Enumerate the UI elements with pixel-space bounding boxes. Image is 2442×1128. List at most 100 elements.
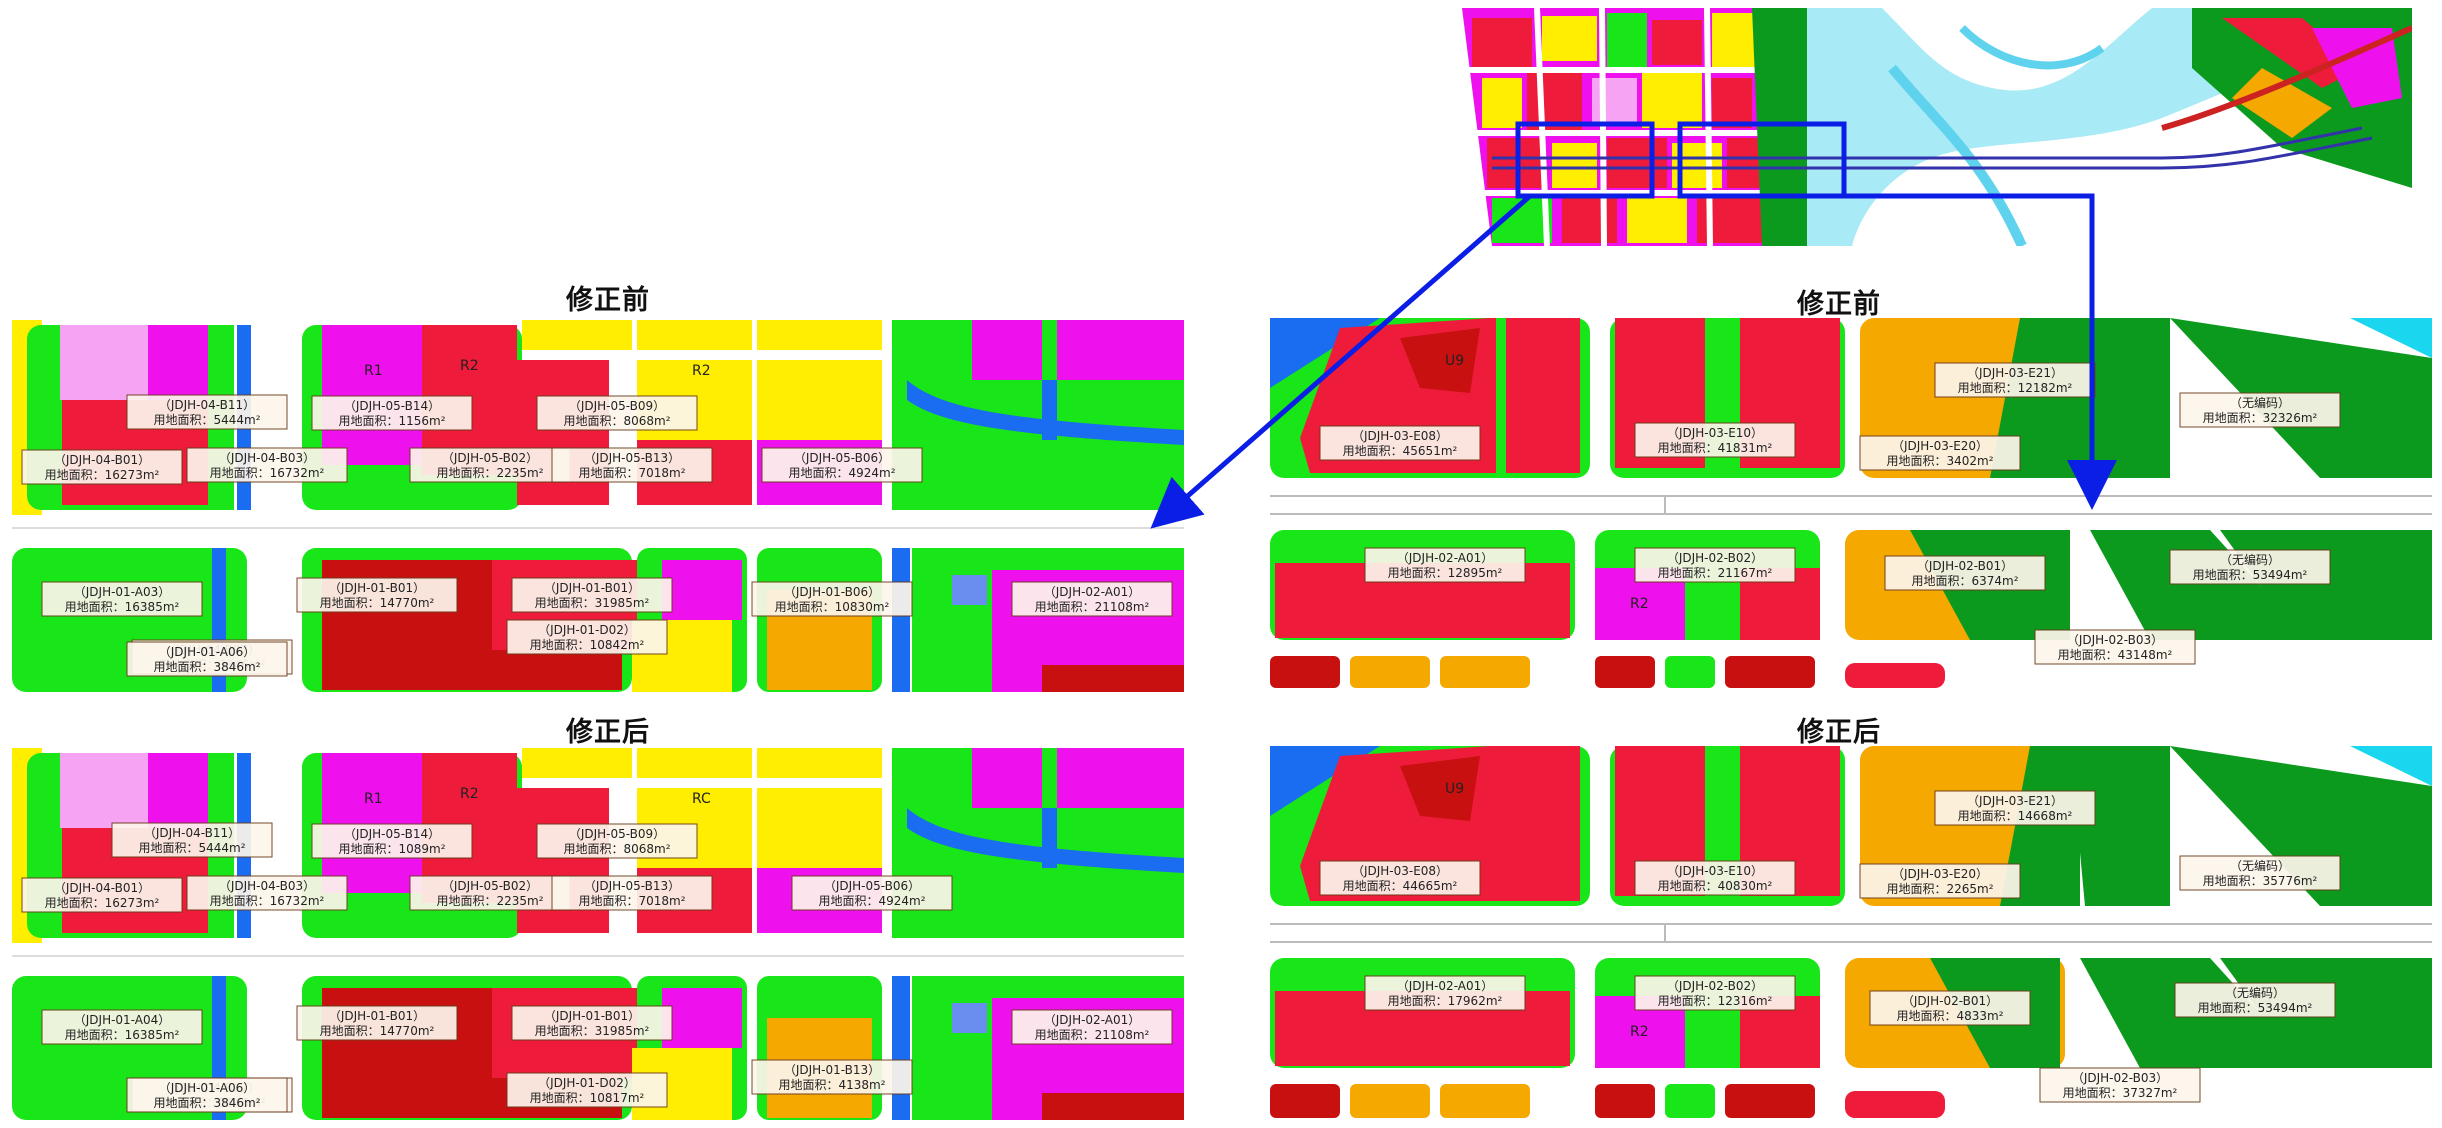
- parcel-label: （JDJH-01-B01）用地面积：31985m²: [511, 577, 673, 613]
- parcel-area: 用地面积：21108m²: [1035, 600, 1150, 614]
- parcel-code: （JDJH-02-B02）: [1667, 551, 1763, 565]
- parcel-label: （JDJH-05-B02）用地面积：2235m²: [409, 875, 571, 911]
- parcel-area: 用地面积：14770m²: [320, 596, 435, 610]
- parcel-label: （JDJH-01-A04）用地面积：16385m²: [41, 1009, 203, 1045]
- parcel-area: 用地面积：14770m²: [320, 1024, 435, 1038]
- parcel-label: （JDJH-01-B01）用地面积：14770m²: [296, 1005, 458, 1041]
- parcel-label-box: [2179, 855, 2341, 891]
- parcel-label-box: [409, 447, 571, 483]
- land-use-code: R2: [460, 786, 479, 802]
- parcel-area: 用地面积：3846m²: [153, 660, 260, 674]
- land-use-code: U9: [1445, 353, 1464, 369]
- parcel-area: 用地面积：1156m²: [338, 414, 445, 428]
- parcel-label: （JDJH-01-B13）用地面积：4138m²: [751, 1059, 913, 1095]
- parcel-label: （无编码）用地面积：32326m²: [2179, 392, 2341, 428]
- parcel-code: （JDJH-02-B03）: [2072, 1071, 2168, 1085]
- parcel-code: （JDJH-01-B13）: [784, 1063, 880, 1077]
- parcel-label-box: [751, 581, 913, 617]
- parcel-label: （JDJH-05-B13）用地面积：7018m²: [551, 875, 713, 911]
- parcel-label: （JDJH-03-E20）用地面积：3402m²: [1859, 435, 2021, 471]
- parcel-code: （JDJH-03-E08）: [1352, 429, 1448, 443]
- map-left-after: R1 R2 RC （JDJH-04-B11）用地面积：5444m²（JDJH-0…: [12, 748, 1184, 1120]
- parcel-code: （无编码）: [2220, 552, 2280, 567]
- parcel-area: 用地面积：16385m²: [65, 1028, 180, 1042]
- parcel-label-box: [1634, 860, 1796, 896]
- parcel-label-box: [126, 394, 288, 430]
- parcel-label-box: [126, 1077, 288, 1113]
- parcel-area: 用地面积：1089m²: [338, 842, 445, 856]
- parcel-label-box: [511, 577, 673, 613]
- parcel-area: 用地面积：16385m²: [65, 600, 180, 614]
- parcel-label: （JDJH-01-D02）用地面积：10842m²: [506, 619, 668, 655]
- land-use-code: R2: [692, 363, 711, 379]
- parcel-code: （JDJH-01-B01）: [329, 1009, 425, 1023]
- parcel-area: 用地面积：4138m²: [778, 1078, 885, 1092]
- land-use-code: R1: [364, 791, 383, 807]
- parcel-area: 用地面积：21108m²: [1035, 1028, 1150, 1042]
- parcel-code: （JDJH-01-D02）: [538, 623, 636, 637]
- parcel-label: （JDJH-02-B02）用地面积：21167m²: [1634, 547, 1796, 583]
- map-right-before: U9 R2 （JDJH-03-E08）用地面积：45651m²（JDJH-03-…: [1270, 318, 2432, 688]
- parcel-area: 用地面积：43148m²: [2058, 648, 2173, 662]
- parcel-label-box: [2039, 1067, 2201, 1103]
- parcel-area: 用地面积：35776m²: [2203, 874, 2318, 888]
- parcel-label: （JDJH-01-A06）用地面积：3846m²: [126, 1077, 288, 1113]
- parcel-label-box: [21, 877, 183, 913]
- parcel-label: （JDJH-04-B11）用地面积：5444m²: [126, 394, 288, 430]
- parcel-code: （JDJH-01-A04）: [74, 1013, 171, 1027]
- parcel-code: （JDJH-01-B01）: [544, 1009, 640, 1023]
- parcel-label-box: [1011, 1009, 1173, 1045]
- parcel-code: （JDJH-04-B11）: [159, 398, 255, 412]
- parcel-area: 用地面积：3846m²: [153, 1096, 260, 1110]
- parcel-area: 用地面积：12316m²: [1658, 994, 1773, 1008]
- parcel-area: 用地面积：16732m²: [210, 466, 325, 480]
- parcel-label: （JDJH-04-B01）用地面积：16273m²: [21, 449, 183, 485]
- parcel-area: 用地面积：10817m²: [530, 1091, 645, 1105]
- parcel-label: （JDJH-02-B02）用地面积：12316m²: [1634, 975, 1796, 1011]
- parcel-code: （JDJH-05-B13）: [584, 879, 680, 893]
- parcel-code: （JDJH-02-B01）: [1902, 994, 1998, 1008]
- parcel-label: （JDJH-03-E21）用地面积：12182m²: [1934, 362, 2096, 398]
- parcel-area: 用地面积：45651m²: [1343, 444, 1458, 458]
- parcel-code: （JDJH-05-B02）: [442, 879, 538, 893]
- parcel-area: 用地面积：3402m²: [1886, 454, 1993, 468]
- parcel-label: （JDJH-05-B02）用地面积：2235m²: [409, 447, 571, 483]
- parcel-code: （JDJH-02-B03）: [2067, 633, 2163, 647]
- parcel-label-box: [1884, 555, 2046, 591]
- parcel-label: （JDJH-02-B01）用地面积：6374m²: [1884, 555, 2046, 591]
- parcel-code: （JDJH-01-B01）: [544, 581, 640, 595]
- parcel-label: （JDJH-05-B09）用地面积：8068m²: [536, 823, 698, 859]
- parcel-code: （无编码）: [2230, 395, 2290, 410]
- header-right-before: 修正前: [1797, 289, 1881, 320]
- parcel-label-box: [111, 822, 273, 858]
- parcel-label: （JDJH-01-A03）用地面积：16385m²: [41, 581, 203, 617]
- parcel-label-box: [21, 449, 183, 485]
- parcel-area: 用地面积：12182m²: [1958, 381, 2073, 395]
- parcel-label-box: [506, 1072, 668, 1108]
- parcel-code: （JDJH-05-B09）: [569, 827, 665, 841]
- parcel-label-box: [2034, 629, 2196, 665]
- parcel-code: （无编码）: [2230, 858, 2290, 873]
- parcel-label: （无编码）用地面积：53494m²: [2174, 982, 2336, 1018]
- parcel-label-box: [1859, 863, 2021, 899]
- parcel-code: （JDJH-05-B14）: [344, 399, 440, 413]
- parcel-area: 用地面积：2265m²: [1886, 882, 1993, 896]
- parcel-area: 用地面积：16732m²: [210, 894, 325, 908]
- parcel-code: （JDJH-03-E20）: [1892, 439, 1988, 453]
- parcel-area: 用地面积：40830m²: [1658, 879, 1773, 893]
- parcel-label-box: [311, 823, 473, 859]
- parcel-label: （JDJH-01-D02）用地面积：10817m²: [506, 1072, 668, 1108]
- parcel-code: （JDJH-03-E20）: [1892, 867, 1988, 881]
- parcel-area: 用地面积：6374m²: [1911, 574, 2018, 588]
- parcel-label-box: [41, 581, 203, 617]
- parcel-label: （JDJH-03-E08）用地面积：45651m²: [1319, 425, 1481, 461]
- parcel-label: （JDJH-05-B09）用地面积：8068m²: [536, 395, 698, 431]
- parcel-code: （JDJH-03-E08）: [1352, 864, 1448, 878]
- parcel-label-box: [1634, 547, 1796, 583]
- parcel-label: （JDJH-04-B03）用地面积：16732m²: [186, 875, 348, 911]
- parcel-label-box: [536, 395, 698, 431]
- parcel-code: （JDJH-05-B13）: [584, 451, 680, 465]
- parcel-label-box: [751, 1059, 913, 1095]
- parcel-label: （JDJH-05-B14）用地面积：1089m²: [311, 823, 473, 859]
- parcel-area: 用地面积：41831m²: [1658, 441, 1773, 455]
